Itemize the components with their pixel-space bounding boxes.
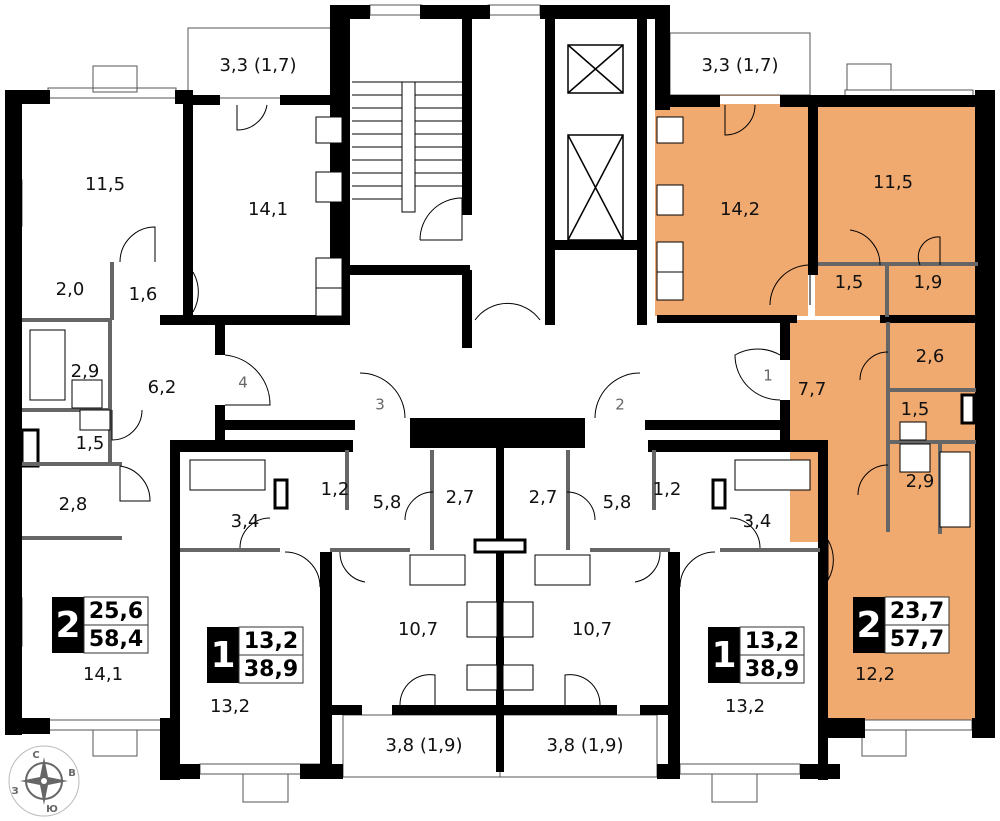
- compass-east: В: [68, 768, 76, 779]
- room-area: 1,5: [76, 433, 105, 454]
- fixtures: [29, 116, 971, 691]
- compass-north: С: [32, 750, 39, 761]
- room-area: 3,4: [231, 511, 260, 532]
- room-area: 1,2: [321, 479, 350, 500]
- room-count: 2: [55, 605, 80, 646]
- room-area: 3,8 (1,9): [385, 735, 462, 756]
- apartment-door-number: 4: [238, 374, 248, 392]
- room-area: 14,1: [83, 664, 123, 685]
- compass-rose: С В З Ю: [8, 745, 80, 817]
- room-area: 2,0: [56, 279, 85, 300]
- apartment-badge[interactable]: 1 13,2 38,9: [708, 626, 805, 684]
- apartment-door-number: 2: [615, 396, 625, 414]
- highlighted-apartment[interactable]: [655, 40, 978, 720]
- room-area: 1,5: [901, 399, 930, 420]
- room-area: 10,7: [398, 619, 438, 640]
- living-area: 23,7: [890, 599, 944, 624]
- room-area: 13,2: [210, 696, 250, 717]
- room-area: 3,3 (1,7): [701, 55, 778, 76]
- room-area: 1,2: [653, 479, 682, 500]
- room-area: 2,7: [446, 487, 475, 508]
- room-area: 5,8: [603, 492, 632, 513]
- total-area: 38,9: [244, 657, 298, 682]
- apartment-badge[interactable]: 2 25,6 58,4: [52, 596, 149, 654]
- total-area: 58,4: [89, 627, 143, 652]
- staircase: [352, 81, 462, 213]
- room-area: 1,5: [835, 272, 864, 293]
- room-area: 14,1: [248, 199, 288, 220]
- compass-west: З: [11, 786, 18, 797]
- room-area: 1,6: [129, 284, 158, 305]
- living-area: 13,2: [745, 629, 799, 654]
- apartment-door-number: 3: [375, 396, 385, 414]
- room-area: 2,8: [59, 494, 88, 515]
- apartment-badge[interactable]: 2 23,7 57,7: [853, 596, 950, 654]
- room-area: 2,9: [906, 471, 935, 492]
- room-area: 3,8 (1,9): [546, 735, 623, 756]
- room-area: 6,2: [148, 377, 177, 398]
- room-area: 1,9: [914, 272, 943, 293]
- room-area: 10,7: [572, 619, 612, 640]
- total-area: 38,9: [745, 657, 799, 682]
- room-count: 1: [210, 635, 235, 676]
- room-area: 2,9: [71, 361, 100, 382]
- room-area: 12,2: [855, 664, 895, 685]
- room-area: 7,7: [798, 379, 827, 400]
- apartment-badge[interactable]: 1 13,2 38,9: [207, 626, 304, 684]
- room-area: 2,7: [529, 487, 558, 508]
- room-area: 13,2: [725, 696, 765, 717]
- elevator-shafts: [567, 44, 624, 241]
- room-count: 1: [711, 635, 736, 676]
- room-area: 5,8: [373, 492, 402, 513]
- room-area: 3,4: [743, 511, 772, 532]
- room-area: 11,5: [873, 172, 913, 193]
- living-area: 25,6: [89, 599, 143, 624]
- total-area: 57,7: [890, 627, 944, 652]
- apartment-door-number: 1: [763, 367, 773, 385]
- door-numbers: 4 3 2 1: [238, 367, 773, 414]
- living-area: 13,2: [244, 629, 298, 654]
- room-area: 2,6: [916, 346, 945, 367]
- compass-south: Ю: [46, 804, 58, 815]
- doors[interactable]: [111, 104, 941, 706]
- walls: [5, 5, 995, 780]
- apartment-badges: 2 25,6 58,4 1 13,2 38,9 1 13,2 38,9 2 23,7 57,7: [52, 596, 950, 684]
- room-area: 11,5: [85, 174, 125, 195]
- room-area: 3,3 (1,7): [219, 55, 296, 76]
- room-count: 2: [856, 605, 881, 646]
- room-area: 14,2: [720, 199, 760, 220]
